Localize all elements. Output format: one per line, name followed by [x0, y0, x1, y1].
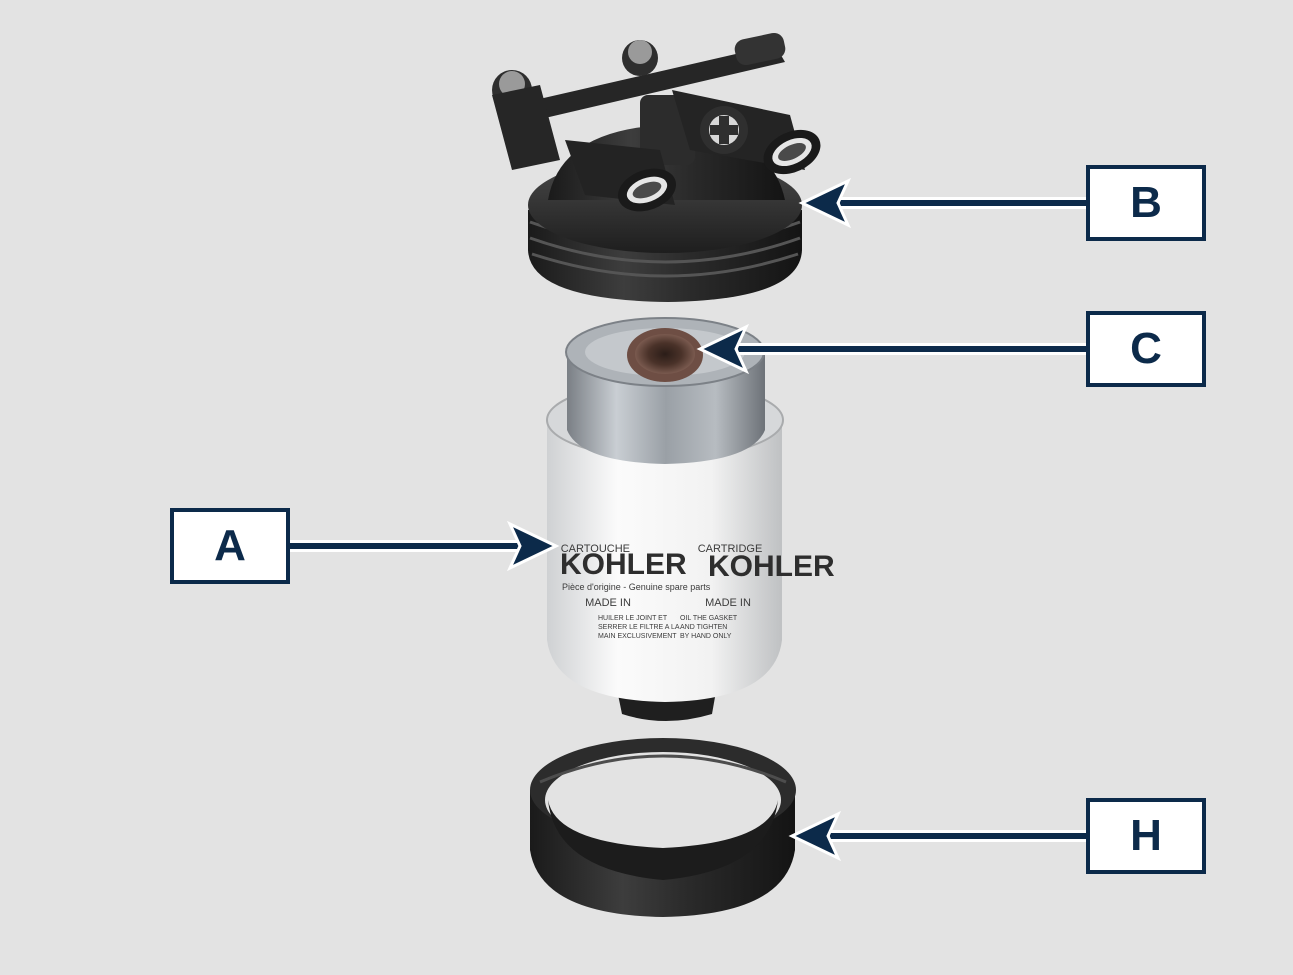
instruction-right-3: BY HAND ONLY [680, 633, 732, 640]
cartridge-heading-right: CARTRIDGE [698, 543, 763, 555]
cartridge-center-line: Pièce d'origine - Genuine spare parts [562, 582, 711, 592]
arrow-a-head [506, 520, 560, 572]
made-in-left: MADE IN [585, 597, 631, 609]
made-in-right: MADE IN [705, 597, 751, 609]
callout-label-a: A [170, 508, 290, 584]
callout-label-b: B [1086, 165, 1206, 241]
retaining-ring [530, 738, 796, 917]
callout-label-h: H [1086, 798, 1206, 874]
arrow-b-head [798, 177, 852, 229]
brand-logo-left: KOHLER [560, 548, 687, 581]
instruction-left-1: HUILER LE JOINT ET [598, 615, 668, 622]
instruction-left-2: SERRER LE FILTRE A LA [598, 624, 680, 631]
arrow-h-head [788, 810, 842, 862]
filter-head [492, 32, 821, 302]
leader-arrows [290, 177, 1086, 862]
instruction-right-1: OIL THE GASKET [680, 615, 738, 622]
arrow-c-head [696, 323, 750, 375]
instruction-right-2: AND TIGHTEN [680, 624, 727, 631]
instruction-left-3: MAIN EXCLUSIVEMENT [598, 633, 677, 640]
cartridge-heading-left: CARTOUCHE [561, 543, 630, 555]
filter-cartridge: CARTOUCHE CARTRIDGE KOHLER KOHLER Pièce … [546, 317, 835, 721]
brand-logo-right: KOHLER [708, 550, 835, 583]
callout-label-c: C [1086, 311, 1206, 387]
